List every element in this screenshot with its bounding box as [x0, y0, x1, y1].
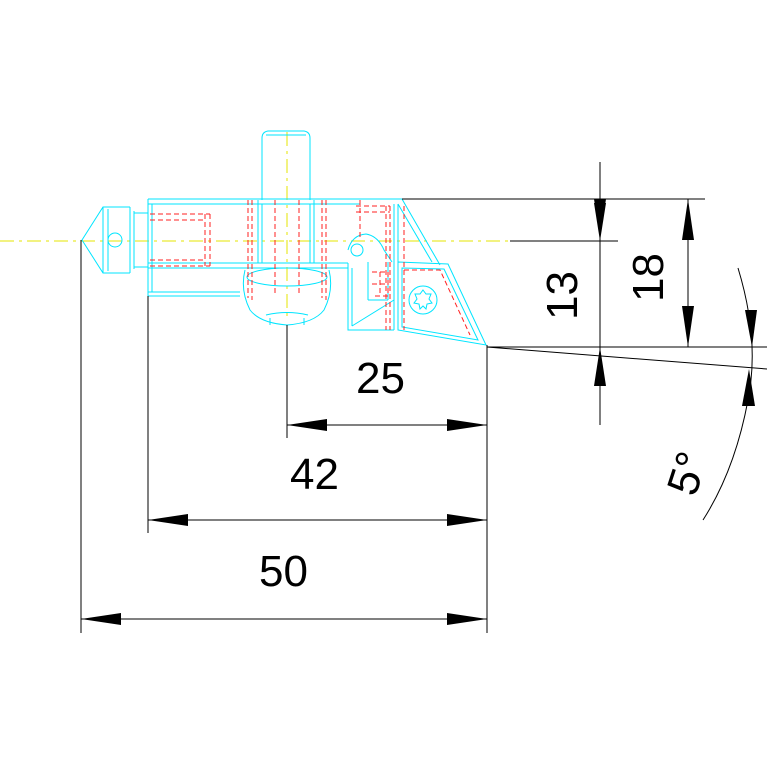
dim-25-label: 25: [356, 354, 405, 403]
tool-holder-outline: [81, 130, 487, 346]
dim-13-label: 13: [538, 271, 587, 320]
dim-42-label: 42: [290, 450, 339, 499]
dimension-lines: [80, 162, 767, 633]
hidden-lines: [150, 200, 471, 336]
dim-50-label: 50: [259, 547, 308, 596]
dim-18-label: 18: [624, 253, 673, 302]
